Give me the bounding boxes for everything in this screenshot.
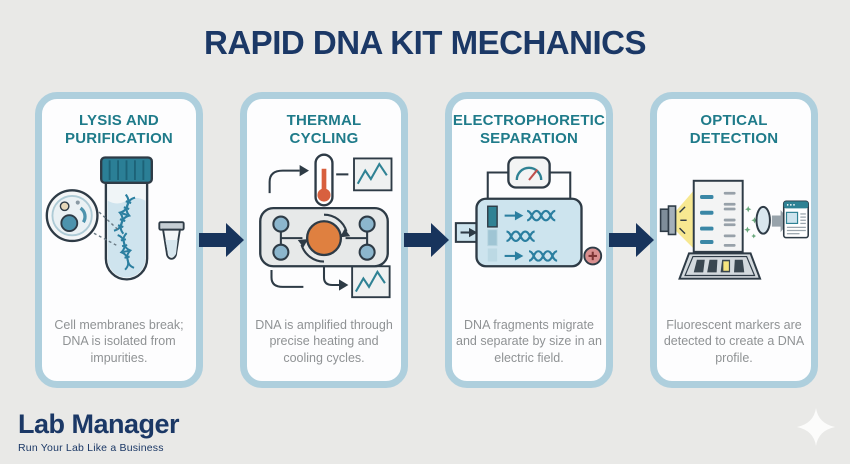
logo-tagline: Run Your Lab Like a Business	[18, 441, 164, 454]
card-title: OPTICAL DETECTION	[689, 112, 779, 147]
sparkle-icon	[797, 408, 835, 446]
page-title: RAPID DNA KIT MECHANICS	[204, 24, 646, 61]
thermal-cycler-illustration	[259, 153, 393, 299]
step-card-optical-detection: OPTICAL DETECTION	[650, 92, 818, 388]
gel-electrophoresis-illustration	[454, 156, 603, 268]
lab-manager-logo: Lab Manager Run Your Lab Like a Business	[18, 409, 180, 454]
logo-wordmark: Lab Manager	[18, 409, 180, 439]
card-description: DNA fragments migrate and separate by si…	[456, 317, 602, 365]
step-card-electrophoretic-separation: ELECTROPHORETIC SEPARATION	[445, 92, 613, 388]
right-block-arrow-icon	[609, 223, 654, 257]
step-card-thermal-cycling: THERMAL CYCLING	[240, 92, 408, 388]
optical-scanner-illustration	[659, 180, 809, 281]
card-description: Cell membranes break; DNA is isolated fr…	[54, 317, 184, 365]
card-title: LYSIS AND PURIFICATION	[65, 112, 173, 147]
card-title: ELECTROPHORETIC SEPARATION	[452, 112, 606, 147]
card-title: THERMAL CYCLING	[286, 112, 362, 147]
card-description: DNA is amplified through precise heating…	[255, 317, 393, 365]
step-card-lysis-purification: LYSIS AND PURIFICATION	[35, 92, 203, 388]
card-description: Fluorescent markers are detected to crea…	[663, 317, 805, 365]
cell-lysis-tube-illustration	[45, 156, 185, 281]
right-block-arrow-icon	[199, 223, 244, 257]
right-block-arrow-icon	[404, 223, 449, 257]
